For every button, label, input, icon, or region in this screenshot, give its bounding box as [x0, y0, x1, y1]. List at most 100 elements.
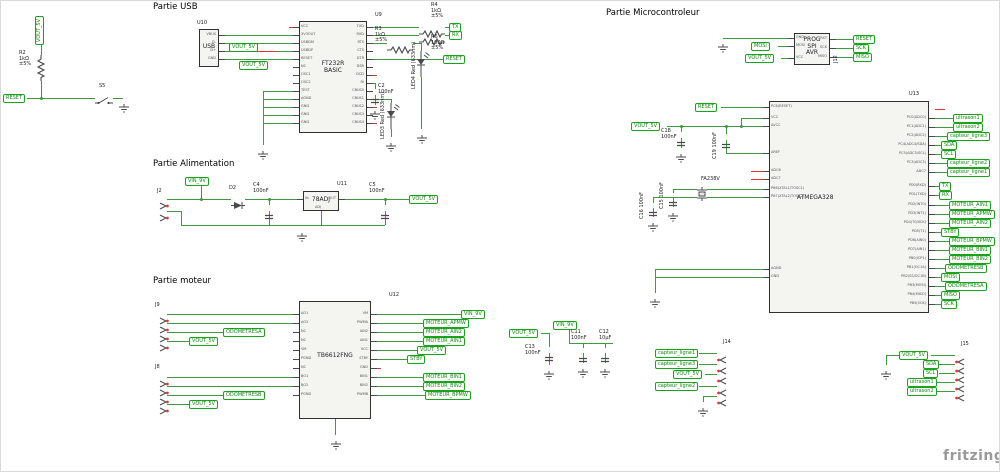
part-ref[interactable]: U12: [389, 292, 400, 298]
wire[interactable]: [935, 145, 941, 146]
connector-pin-J9[interactable]: [159, 337, 169, 356]
wire[interactable]: [201, 185, 202, 199]
ic-pin[interactable]: [371, 386, 377, 387]
ic-pin[interactable]: [371, 323, 377, 324]
connector-pin-J8[interactable]: [159, 391, 169, 410]
net-label-capteur_ligne1[interactable]: capteur_ligne1: [947, 168, 991, 177]
wire[interactable]: [935, 163, 947, 164]
resistor-R2[interactable]: [36, 55, 46, 85]
connector-pin-J14[interactable]: [717, 349, 727, 368]
ic-pin[interactable]: [929, 145, 935, 146]
net-label-moteur_bpmw[interactable]: MOTEUR_BPMW: [949, 237, 995, 246]
ic-pin[interactable]: [219, 35, 225, 36]
part-ref[interactable]: J12: [833, 55, 839, 63]
ground-symbol[interactable]: [257, 145, 269, 164]
net-label-vout_5v[interactable]: VOUT_5V: [745, 54, 775, 63]
wire[interactable]: [583, 343, 584, 348]
wire[interactable]: [931, 355, 955, 356]
ic-pin[interactable]: [293, 395, 299, 396]
net-label-vout_5v[interactable]: VOUT_5V: [509, 329, 539, 338]
net-label-scl[interactable]: SCL: [941, 150, 957, 159]
net-label-miso[interactable]: MISO: [853, 53, 872, 62]
ground-symbol[interactable]: [369, 105, 381, 124]
part-ref[interactable]: C11 100nF: [571, 329, 587, 341]
crystal-FA238V[interactable]: [697, 186, 707, 205]
wire[interactable]: [935, 286, 945, 287]
part-ref[interactable]: C13 100nF: [525, 344, 541, 356]
wire[interactable]: [707, 189, 763, 190]
wire[interactable]: [781, 58, 788, 59]
ic-pin[interactable]: [367, 107, 373, 108]
wire[interactable]: [181, 225, 385, 226]
wire[interactable]: [726, 140, 727, 153]
part-ref[interactable]: J15: [961, 341, 969, 347]
section-title[interactable]: Partie moteur: [153, 276, 211, 286]
part-ref[interactable]: R2 1kΩ ±5%: [19, 50, 32, 67]
wire[interactable]: [367, 43, 387, 44]
net-label-sck[interactable]: SCK: [941, 300, 957, 309]
ic-pin[interactable]: [219, 59, 225, 60]
net-label-reset[interactable]: RESET: [3, 94, 26, 103]
ic-pin[interactable]: [929, 250, 935, 251]
wire[interactable]: [541, 333, 549, 334]
net-label-miso[interactable]: MISO: [941, 291, 960, 300]
ground-symbol[interactable]: [647, 217, 659, 236]
connector-pin-J15[interactable]: [955, 351, 965, 370]
wire[interactable]: [385, 199, 386, 205]
ic-pin[interactable]: [371, 395, 377, 396]
cap-C19[interactable]: [722, 134, 730, 153]
net-label-moteur_bin2[interactable]: MOTEUR_BIN2: [423, 382, 465, 391]
ic-pin[interactable]: [293, 107, 299, 108]
ic-pin[interactable]: [929, 268, 935, 269]
wire[interactable]: [371, 350, 417, 351]
ic-atmega328[interactable]: [769, 101, 929, 313]
ground-symbol[interactable]: [118, 98, 130, 117]
ic-pin[interactable]: [929, 286, 935, 287]
part-ref[interactable]: C15 100nF: [659, 181, 665, 209]
wire[interactable]: [413, 43, 421, 44]
wire[interactable]: [836, 48, 853, 49]
net-label-moteur_ain2[interactable]: MOTEUR_AIN2: [423, 328, 465, 337]
part-ref[interactable]: U9: [375, 12, 382, 18]
net-label-moteur_ain1[interactable]: MOTEUR_AIN1: [949, 201, 991, 210]
ic-pin[interactable]: [929, 223, 935, 224]
wire[interactable]: [673, 189, 697, 190]
cap-C11[interactable]: [579, 348, 587, 367]
ic-pin[interactable]: [371, 350, 377, 351]
resistor-R3[interactable]: [387, 39, 413, 58]
connector-pin-J15[interactable]: [955, 387, 965, 406]
wire[interactable]: [935, 232, 941, 233]
wire[interactable]: [935, 205, 949, 206]
ic-pin[interactable]: [297, 199, 303, 200]
wire[interactable]: [935, 268, 945, 269]
wire[interactable]: [569, 329, 570, 343]
net-label-vout_5v[interactable]: VOUT_5V: [35, 15, 44, 45]
ic-pin[interactable]: [371, 341, 377, 342]
part-ref[interactable]: C5 100nF: [369, 182, 385, 194]
ground-symbol[interactable]: [416, 129, 428, 148]
ic-pin[interactable]: [929, 195, 935, 196]
wire[interactable]: [391, 99, 392, 103]
wire[interactable]: [886, 355, 899, 356]
net-label-moteur_ain2[interactable]: MOTEUR_AIN2: [949, 219, 991, 228]
wire[interactable]: [935, 304, 941, 305]
ic-prog[interactable]: [794, 33, 830, 65]
ground-symbol[interactable]: [675, 148, 687, 167]
ic-pin[interactable]: [929, 232, 935, 233]
ic-pin[interactable]: [293, 27, 299, 28]
wire[interactable]: [667, 126, 763, 127]
wire[interactable]: [371, 359, 407, 360]
wire[interactable]: [375, 83, 376, 89]
led-LED4[interactable]: [416, 51, 430, 81]
part-ref[interactable]: C2 100nF: [378, 83, 394, 95]
section-title[interactable]: Partie Microcontroleur: [606, 8, 700, 18]
ground-symbol[interactable]: [649, 293, 661, 312]
wire[interactable]: [41, 81, 42, 98]
part-ref[interactable]: D2: [229, 185, 237, 191]
ic-pin[interactable]: [929, 214, 935, 215]
wire[interactable]: [653, 197, 654, 203]
wire[interactable]: [726, 126, 727, 134]
ic-pin[interactable]: [339, 199, 345, 200]
wire[interactable]: [219, 43, 299, 44]
wire[interactable]: [367, 59, 443, 60]
